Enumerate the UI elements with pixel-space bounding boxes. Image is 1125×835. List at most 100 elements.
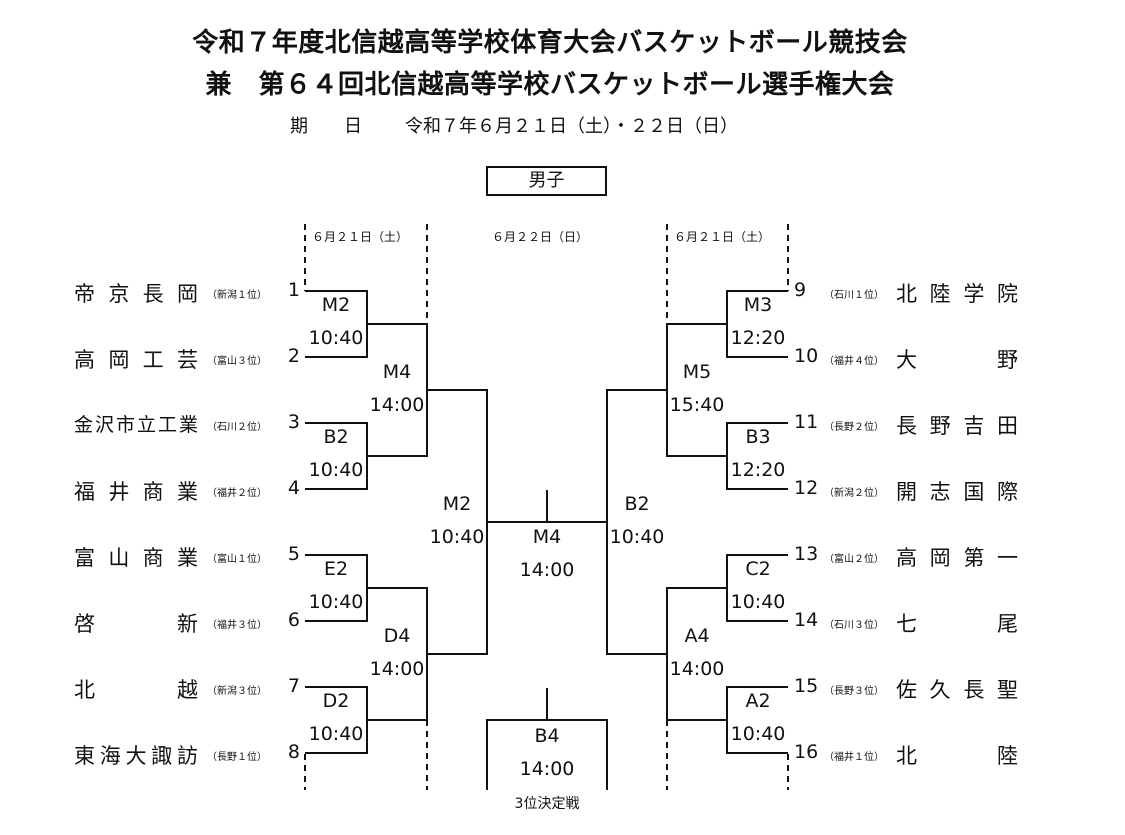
team-name: 帝京長岡 [74, 282, 198, 306]
match-court: E2 [323, 558, 349, 580]
gender-box: 男子 [486, 166, 607, 196]
title-line-1: 令和７年度北信越高等学校体育大会バスケットボール競技会 [192, 28, 908, 58]
team-row: 富山商業 （富山１位） 5 [0, 542, 300, 570]
team-row: 10 （福井４位） 大 野 [794, 344, 1024, 372]
match-court: D2 [322, 690, 350, 712]
match-l1: M2 10:40 [306, 296, 366, 348]
match-l-semi-bot: D4 14:00 [367, 627, 427, 679]
team-row: 16 （福井１位） 北 陸 [794, 740, 1024, 768]
team-row: 14 （石川３位） 七 尾 [794, 608, 1024, 636]
match-court: A2 [745, 690, 771, 712]
match-third-place: B4 14:00 [512, 727, 582, 779]
team-name: 北 陸 [896, 744, 1018, 768]
match-time: 12:20 [730, 327, 786, 349]
match-time: 14:00 [669, 658, 725, 680]
match-court: M4 [382, 361, 412, 383]
match-time: 10:40 [730, 723, 786, 745]
team-seed: （新潟１位） [207, 290, 267, 301]
match-court: D4 [383, 625, 411, 647]
match-time: 10:40 [308, 591, 364, 613]
match-final: M4 14:00 [512, 528, 582, 580]
team-name: 北陸学院 [896, 282, 1018, 306]
team-row: 北 越 （新潟３位） 7 [0, 674, 300, 702]
match-court: B2 [323, 426, 349, 448]
match-court: M5 [682, 361, 712, 383]
match-time: 10:40 [730, 591, 786, 613]
team-row: 帝京長岡 （新潟１位） 1 [0, 278, 300, 306]
match-r3: C2 10:40 [728, 560, 788, 612]
match-time: 10:40 [308, 459, 364, 481]
team-number: 1 [287, 279, 300, 301]
team-name: 東海大諏訪 [74, 744, 198, 768]
team-name: 富山商業 [74, 546, 198, 570]
match-court: C2 [745, 558, 771, 580]
match-l4: D2 10:40 [306, 692, 366, 744]
match-court: M2 [442, 493, 472, 515]
match-time: 14:00 [519, 758, 575, 780]
match-r2: B3 12:20 [728, 428, 788, 480]
team-seed: （福井２位） [207, 488, 267, 499]
team-number: 13 [794, 543, 819, 565]
team-name: 高岡第一 [896, 546, 1018, 570]
match-l2: B2 10:40 [306, 428, 366, 480]
match-l-semi-top: M4 14:00 [367, 363, 427, 415]
team-seed: （石川１位） [824, 290, 884, 301]
team-row: 13 （富山２位） 高岡第一 [794, 542, 1024, 570]
team-name: 福井商業 [74, 480, 198, 504]
team-name: 長野吉田 [896, 414, 1018, 438]
team-number: 5 [287, 543, 300, 565]
match-r-semi-top: M5 15:40 [667, 363, 727, 415]
team-number: 16 [794, 741, 819, 763]
team-name: 啓 新 [74, 612, 198, 636]
match-time: 10:40 [609, 526, 665, 548]
day-header-left: ６月２１日（土） [312, 230, 409, 244]
match-r-semi-bot: A4 14:00 [667, 627, 727, 679]
team-row: 福井商業 （福井２位） 4 [0, 476, 300, 504]
team-number: 10 [794, 345, 819, 367]
match-court: B2 [624, 493, 650, 515]
team-number: 14 [794, 609, 819, 631]
match-time: 14:00 [519, 559, 575, 581]
team-seed: （福井４位） [824, 356, 884, 367]
team-number: 8 [287, 741, 300, 763]
team-number: 3 [287, 411, 300, 433]
match-time: 10:40 [429, 526, 485, 548]
match-r1: M3 12:20 [728, 296, 788, 348]
team-seed: （石川２位） [207, 422, 267, 433]
third-place-label: 3位決定戦 [514, 796, 580, 812]
team-seed: （長野１位） [207, 752, 267, 763]
match-court: B3 [745, 426, 771, 448]
team-name: 北 越 [74, 678, 198, 702]
team-name: 開志国際 [896, 480, 1018, 504]
period-label: 期 日 [290, 116, 362, 137]
period-value: 令和７年６月２１日（土）・２２日（日） [405, 116, 738, 137]
match-court: M2 [321, 294, 351, 316]
team-name: 金沢市立工業 [74, 414, 198, 436]
title-line-2: 兼 第６４回北信越高等学校バスケットボール選手権大会 [205, 70, 895, 100]
team-number: 7 [287, 675, 300, 697]
match-court: B4 [534, 725, 560, 747]
team-seed: （石川３位） [824, 620, 884, 631]
team-seed: （長野２位） [824, 422, 884, 433]
match-court: A4 [684, 625, 710, 647]
team-name: 大 野 [896, 348, 1018, 372]
match-left-final: M2 10:40 [427, 495, 487, 547]
match-right-final: B2 10:40 [607, 495, 667, 547]
match-time: 12:20 [730, 459, 786, 481]
team-name: 七 尾 [896, 612, 1018, 636]
team-seed: （富山１位） [207, 554, 267, 565]
team-seed: （福井１位） [824, 752, 884, 763]
team-seed: （富山２位） [824, 554, 884, 565]
team-row: 11 （長野２位） 長野吉田 [794, 410, 1024, 438]
match-time: 10:40 [308, 327, 364, 349]
team-row: 東海大諏訪 （長野１位） 8 [0, 740, 300, 768]
day-header-right: ６月２１日（土） [674, 230, 771, 244]
team-number: 2 [287, 345, 300, 367]
team-seed: （福井３位） [207, 620, 267, 631]
team-row: 9 （石川１位） 北陸学院 [794, 278, 1024, 306]
match-time: 14:00 [369, 658, 425, 680]
team-seed: （富山３位） [207, 356, 267, 367]
day-header-center: ６月２２日（日） [492, 230, 589, 244]
team-number: 11 [794, 411, 819, 433]
